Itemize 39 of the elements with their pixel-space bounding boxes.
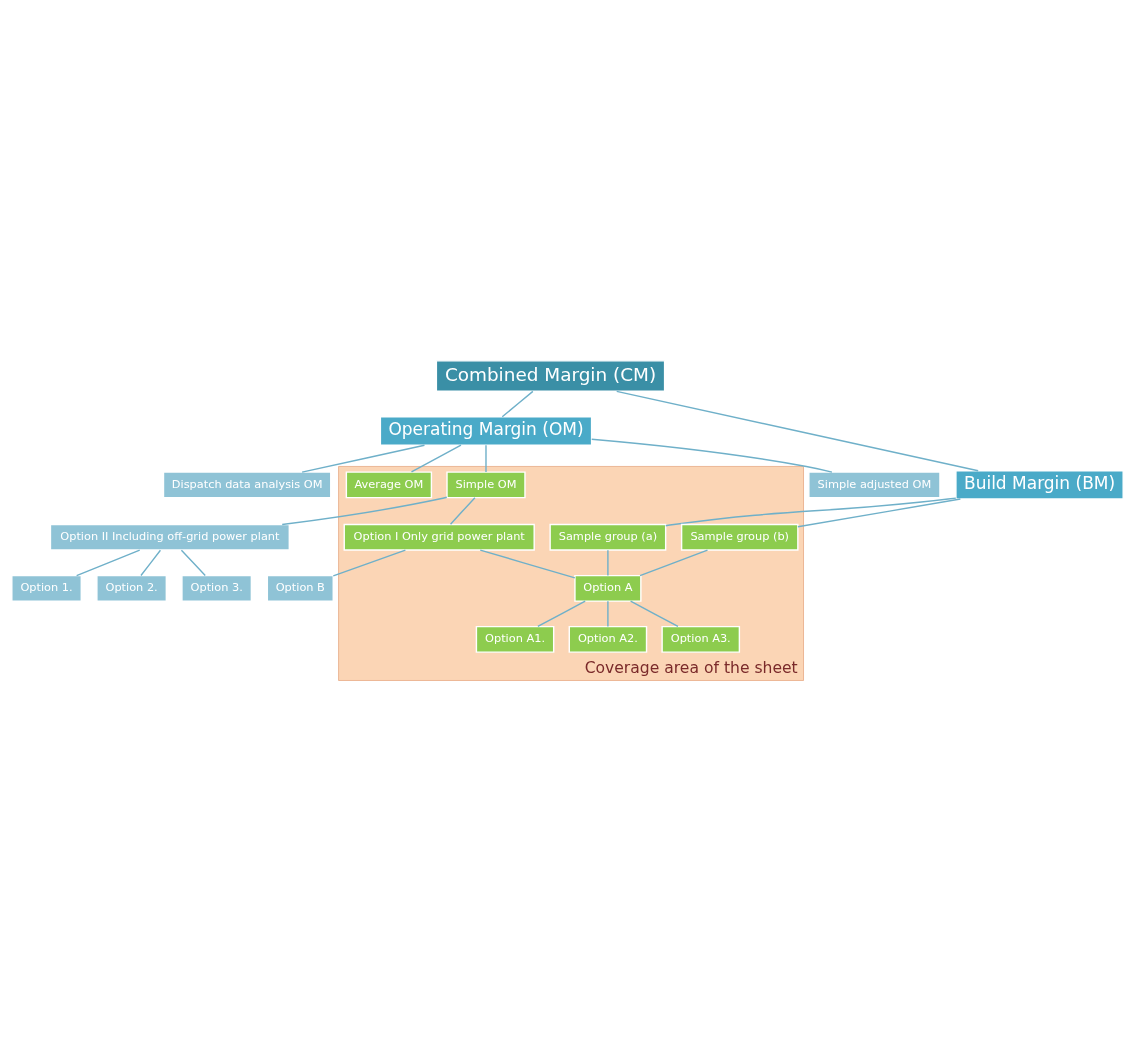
connector [639, 548, 709, 576]
node-box: Option A3. [661, 625, 741, 653]
node-box: Option II Including off-grid power plant [49, 523, 290, 551]
node-box: Dispatch data analysis OM [162, 470, 332, 498]
connector [591, 438, 833, 473]
node-box: Build Margin (BM) [955, 469, 1124, 500]
connector [485, 444, 487, 473]
connector [332, 548, 407, 577]
connector [180, 549, 206, 576]
connector [75, 548, 141, 576]
node-box: Option A [574, 574, 642, 602]
node-box: Simple OM [446, 470, 526, 498]
node-box: Option 2. [96, 574, 168, 602]
connector [140, 549, 162, 576]
connector [537, 600, 586, 627]
connector [410, 444, 462, 473]
node-box: Average OM [345, 470, 433, 498]
node-box: Option 1. [11, 574, 82, 602]
node-box: Sample group (a) [549, 523, 667, 551]
connector [797, 497, 962, 527]
node-box: Simple adjusted OM [808, 470, 941, 498]
connector [629, 600, 679, 627]
node-box: Option 3. [181, 574, 253, 602]
node-box: Option B [266, 574, 334, 602]
connector [607, 600, 609, 627]
node-box: Option A2. [568, 625, 648, 653]
node-box: Option A1. [475, 625, 555, 653]
node-box: Sample group (b) [680, 523, 799, 551]
node-box: Combined Margin (CM) [435, 359, 666, 392]
node-box: Operating Margin (OM) [379, 415, 593, 446]
connector [479, 548, 576, 579]
connector [501, 390, 534, 417]
connector [665, 496, 957, 526]
connector [449, 496, 476, 525]
connector [616, 390, 979, 471]
connector [281, 496, 448, 525]
connector [301, 444, 426, 473]
connector [607, 549, 609, 576]
node-box: Option I Only grid power plant [343, 523, 535, 551]
